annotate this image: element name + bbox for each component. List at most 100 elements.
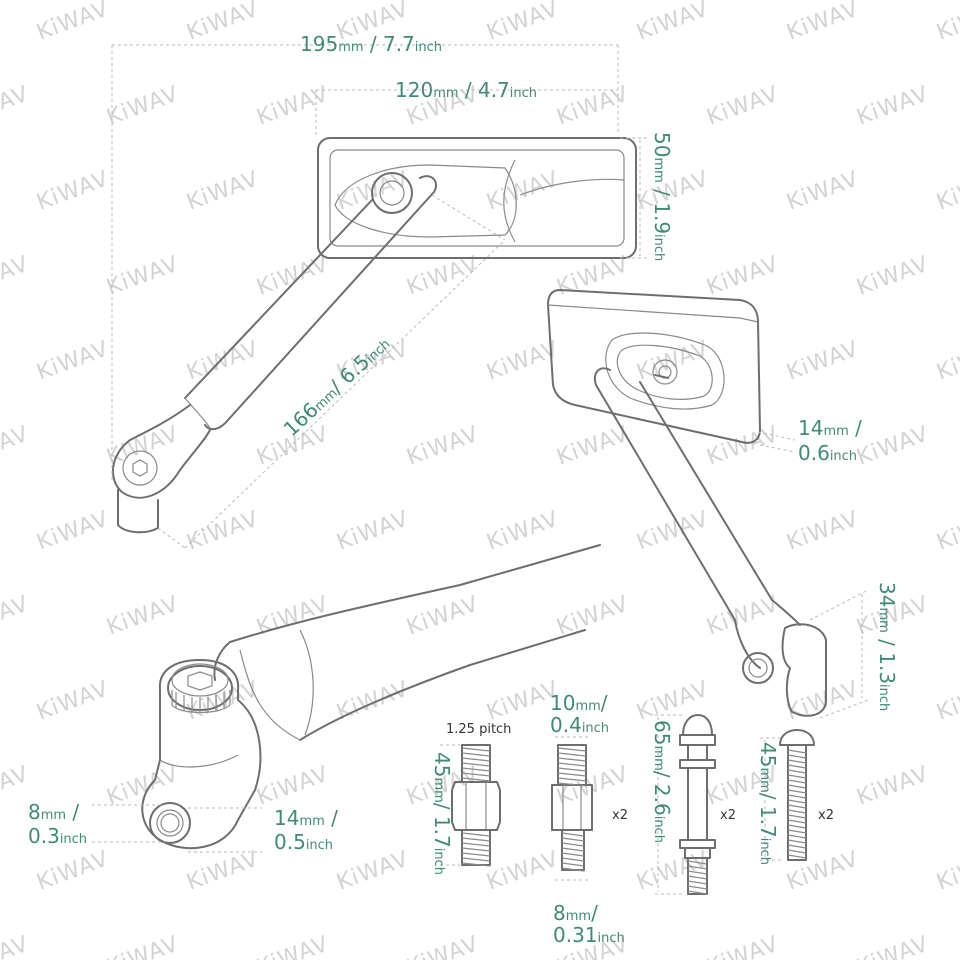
hardware-parts (440, 714, 815, 895)
watermark-text: KiWAV (704, 932, 783, 960)
watermark-text: KiWAV (184, 507, 263, 556)
watermark-text: KiWAV (104, 592, 183, 641)
thread-line (561, 867, 585, 872)
thread-line (561, 837, 585, 842)
watermark-text: KiWAV (934, 167, 960, 216)
watermark-text: KiWAV (254, 932, 333, 960)
thread-line (557, 782, 587, 787)
thread-line (787, 814, 807, 819)
watermark-text: KiWAV (484, 167, 563, 216)
watermark-text: KiWAV (634, 0, 713, 46)
thread-line (787, 829, 807, 834)
dim-mirror-width: 120mm / 4.7inch (395, 78, 538, 102)
mirror-front-view (111, 44, 650, 549)
thread-line (557, 757, 587, 762)
watermark-text: KiWAV (704, 252, 783, 301)
watermark-text: KiWAV (784, 0, 863, 46)
thread-line (787, 794, 807, 799)
thread-line (687, 880, 708, 885)
thread-line (461, 847, 491, 852)
thread-line (461, 767, 491, 772)
thread-line (461, 842, 491, 847)
watermark-text: KiWAV (934, 677, 960, 726)
watermark-text: KiWAV (34, 0, 113, 46)
watermark-text: KiWAV (334, 677, 413, 726)
thread-line (787, 854, 807, 859)
thread-line (561, 862, 585, 867)
thread-line (787, 839, 807, 844)
watermark-text: KiWAV (704, 82, 783, 131)
thread-line (557, 752, 587, 757)
watermark-text: KiWAV (484, 0, 563, 46)
thread-line (561, 857, 585, 862)
watermark-text: KiWAV (404, 932, 483, 960)
watermark-text: KiWAV (404, 592, 483, 641)
thread-line (687, 860, 708, 865)
thread-line (557, 762, 587, 767)
threaded-adapter-with-nut (440, 744, 501, 867)
watermark-text: KiWAV (484, 507, 563, 556)
button-head-screw (760, 729, 815, 861)
dim-bolt1-length: 45mm/ 1.7inch (430, 752, 454, 875)
dim-bore: 8mm / 0.3inch (28, 800, 88, 848)
watermark-text: KiWAV (254, 252, 333, 301)
thread-line (787, 804, 807, 809)
watermark-text: KiWAV (854, 422, 933, 471)
watermark-text: KiWAV (34, 337, 113, 386)
thread-line (687, 875, 708, 880)
dim-adapter-top: 10mm/ 0.4inch (550, 691, 610, 738)
thread-line (687, 865, 708, 870)
thread-line (461, 852, 491, 857)
thread-line (787, 844, 807, 849)
thread-line (787, 764, 807, 769)
thread-line (461, 757, 491, 762)
watermark-text: KiWAV (404, 422, 483, 471)
watermark-text: KiWAV (784, 507, 863, 556)
thread-line (461, 777, 491, 782)
knurl-lines (175, 692, 225, 712)
thread-line (461, 857, 491, 862)
thread-line (787, 754, 807, 759)
thread-line (461, 862, 491, 867)
thread-line (787, 809, 807, 814)
thread-line (461, 752, 491, 757)
thread-line (787, 789, 807, 794)
thread-line (687, 890, 708, 895)
dim-screw-length: 45mm/ 1.7inch (756, 742, 780, 865)
watermark-text: KiWAV (104, 422, 183, 471)
watermark-text: KiWAV (34, 847, 113, 896)
thread-line (461, 837, 491, 842)
watermark-text: KiWAV (254, 82, 333, 131)
dim-mount-thickness: 14mm / 0.5inch (274, 806, 338, 854)
watermark-text: KiWAV (184, 167, 263, 216)
watermark-text: KiWAV (554, 82, 633, 131)
thread-line (561, 852, 585, 857)
qty-screw: x2 (818, 808, 834, 823)
qty-adapter: x2 (612, 808, 628, 823)
thread-line (687, 870, 708, 875)
dim-overall-width: 195mm / 7.7inch (300, 32, 443, 56)
watermark-text: KiWAV (334, 847, 413, 896)
dim-mirror-depth: 14mm / 0.6inch (798, 416, 862, 465)
watermark-text: KiWAV (854, 932, 933, 960)
watermark-text: KiWAV (554, 422, 633, 471)
thread-line (557, 747, 587, 752)
thread-line (787, 819, 807, 824)
thread-line (461, 747, 491, 752)
watermark-text: KiWAV (0, 82, 32, 131)
watermark-text: KiWAV (704, 422, 783, 471)
qty-long-bolt: x2 (720, 808, 736, 823)
watermark-text: KiWAV (854, 82, 933, 131)
thread-line (561, 847, 585, 852)
watermark-text: KiWAV (934, 847, 960, 896)
watermark-text: KiWAV (484, 847, 563, 896)
thread-line (787, 779, 807, 784)
thread-line (787, 849, 807, 854)
thread-line (787, 784, 807, 789)
watermark-text: KiWAV (0, 592, 32, 641)
dim-long-bolt: 65mm/ 2.6inch (650, 720, 674, 843)
watermark-text: KiWAV (104, 252, 183, 301)
thread-line (561, 832, 585, 837)
thread-line (787, 824, 807, 829)
